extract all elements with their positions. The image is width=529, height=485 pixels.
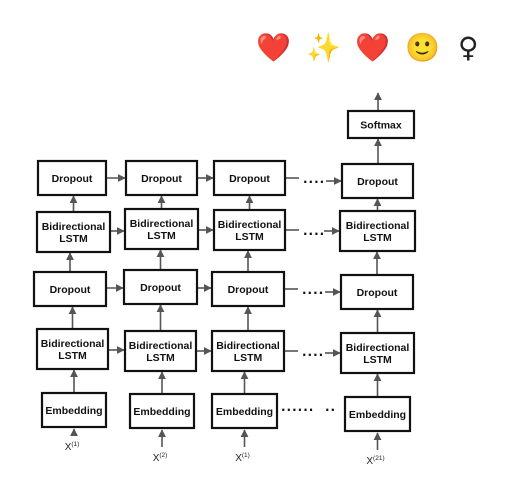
embedding-label-4: Embedding [349,409,406,421]
red-heart-icon: ❤️ [355,31,390,64]
embedding-box-4 [343,395,412,433]
dropout-box-3 [212,159,287,197]
input-label-4: X(21) [366,455,384,467]
bilstm-box-4 [338,209,417,253]
ellipsis: .... [303,224,325,238]
dropout-label-1: Dropout [52,173,93,185]
embedding-ellipsis: ...... [281,400,314,414]
dropout-label-4: Dropout [357,287,398,299]
dropout-box-1 [32,270,108,308]
dropout-box-1 [36,159,108,197]
red-heart-icon: ❤️ [256,31,291,64]
dropout-label-2: Dropout [141,173,182,185]
softmax-box [346,109,416,140]
bilstm-box-1 [35,327,110,371]
input-label-1: X(1) [65,441,80,453]
softmax-label: Softmax [360,120,402,132]
embedding-box-3 [210,392,279,430]
bilstm-box-1 [35,210,112,254]
bilstm-box-2 [123,207,200,251]
bilstm-box-2 [123,329,198,373]
dropout-box-2 [122,268,199,306]
input-label-2: X(2) [153,452,168,464]
dropout-label-1: Dropout [50,284,91,296]
dropout-label-4: Dropout [357,176,398,188]
bilstm-box-3 [210,329,286,373]
dropout-box-4 [339,273,415,311]
dropout-label-3: Dropout [229,173,270,185]
dropout-label-2: Dropout [140,282,181,294]
embedding-label-2: Embedding [133,406,190,418]
embedding-box-1 [40,391,108,429]
embedding-ellipsis-tail: .. [325,400,336,414]
dropout-box-2 [124,159,199,197]
ellipsis: .... [302,283,324,297]
ellipsis: .... [302,345,324,359]
dropout-box-3 [210,270,286,308]
bilstm-box-3 [212,208,287,252]
embedding-box-2 [128,392,196,430]
sparkles-icon: ✨ [306,31,341,64]
emoji-row: ❤️ ✨ ❤️ 🙂 ♀ [252,30,492,68]
embedding-label-3: Embedding [216,406,273,418]
bilstm-box-4 [339,331,416,375]
input-label-3: X(1) [235,452,250,464]
dropout-box-4 [340,162,415,200]
female-sign-icon: ♀ [458,31,479,64]
embedding-label-1: Embedding [45,405,102,417]
slightly-smiling-face-icon: 🙂 [405,31,440,64]
dropout-label-3: Dropout [228,284,269,296]
ellipsis: .... [303,172,325,186]
